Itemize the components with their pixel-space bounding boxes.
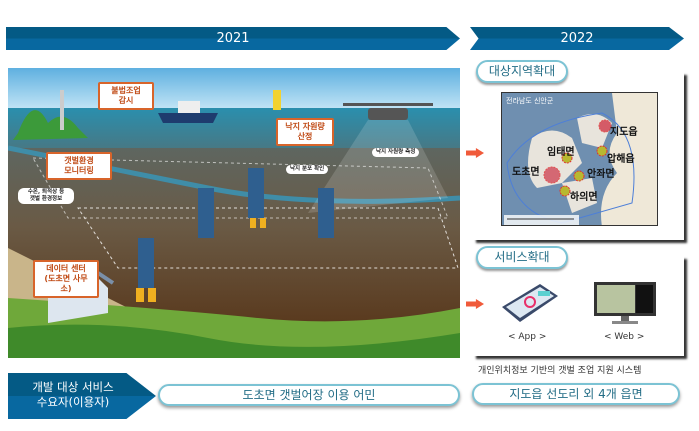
app-label: < App > (508, 332, 547, 342)
map-place: 하의면 (570, 192, 598, 203)
service-caption: 개인위치정보 기반의 갯벌 조업 지원 시스템 (478, 366, 642, 376)
map-place: 도초면 (512, 167, 540, 178)
web-label: < Web > (604, 332, 645, 342)
users-2021: 도초면 갯벌어장 이용 어민 (158, 384, 460, 406)
mudflat-illustration: 불법조업 감시 갯벌환경 모니터링 낙지 자원량 산정 데이터 센터 (도초면 … (7, 68, 461, 358)
map-image (504, 93, 657, 225)
callout-text: 불법조업 감시 (111, 86, 141, 105)
callout-text: 갯벌환경 모니터링 (64, 156, 94, 175)
year-label: 2022 (560, 31, 594, 46)
map-place: 압해읍 (607, 154, 635, 165)
users-2022: 지도읍 선도리 외 4개 읍면 (472, 383, 680, 405)
label-line: 수요자(이용자) (36, 395, 110, 409)
smartphone-app-icon (502, 284, 558, 322)
timeline-2021: 2021 (6, 27, 460, 50)
callout-monitoring: 갯벌환경 모니터링 (46, 152, 112, 180)
timeline-2022: 2022 (470, 27, 684, 50)
bubble-drone: 낙지 자원량 측정 (372, 148, 420, 157)
target-users-label: 개발 대상 서비스 수요자(이용자) (8, 373, 156, 419)
bubble-env-info: 수온, 퇴적상 등 갯벌 환경정보 (18, 188, 74, 204)
scene-image (7, 68, 461, 358)
map-place: 임태면 (547, 147, 575, 158)
service-expansion-tag: 서비스확대 (476, 246, 568, 269)
map-place: 안좌면 (587, 169, 615, 180)
map-title: 전라남도 신안군 (506, 97, 554, 105)
callout-resource: 낙지 자원량 산정 (276, 118, 334, 146)
year-label: 2021 (216, 31, 250, 46)
region-map: 전라남도 신안군 지도읍 임태면 압해읍 도초면 안좌면 하의면 (501, 92, 658, 226)
map-place: 지도읍 (610, 127, 638, 138)
region-expansion-tag: 대상지역확대 (476, 60, 568, 83)
label-line: 개발 대상 서비스 (32, 380, 114, 394)
callout-text: 데이터 센터 (도초면 사무소) (44, 264, 88, 293)
web-monitor-icon (594, 282, 656, 324)
arrow-icon (466, 148, 484, 158)
callout-surveillance: 불법조업 감시 (98, 82, 154, 110)
callout-datacenter: 데이터 센터 (도초면 사무소) (33, 260, 99, 298)
callout-text: 낙지 자원량 산정 (285, 122, 325, 141)
arrow-icon (466, 299, 484, 309)
bubble-distribution: 낙지 분포 확인 (286, 165, 329, 174)
